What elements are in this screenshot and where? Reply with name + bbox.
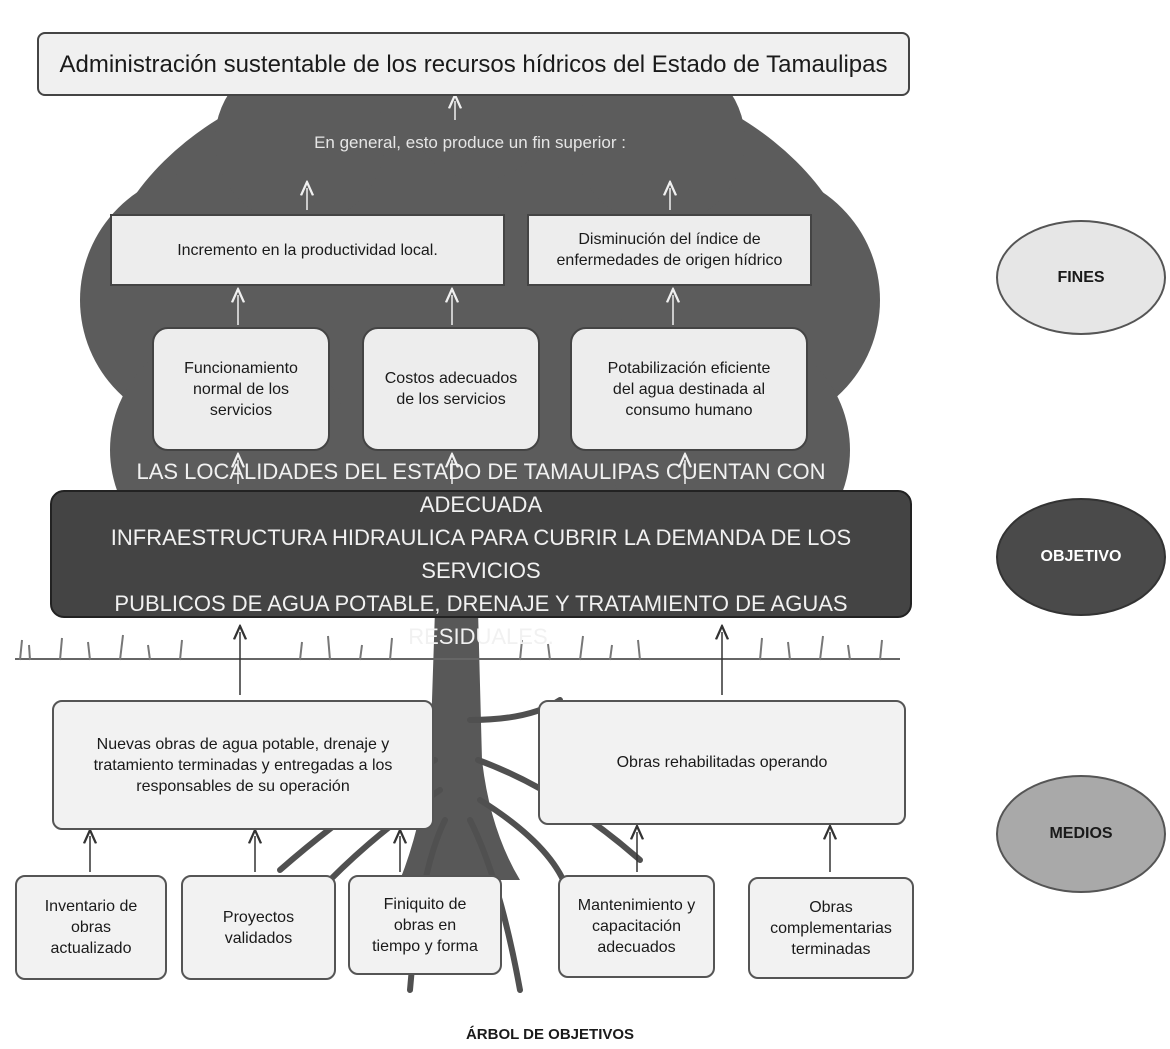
objective-text: LAS LOCALIDADES DEL ESTADO DE TAMAULIPAS… [110,459,852,649]
legend-medios: MEDIOS [996,775,1166,893]
medio-obras-complementarias-text: Obras complementarias terminadas [770,898,892,958]
medio-obras-rehabilitadas-box: Obras rehabilitadas operando [538,700,906,825]
objective-box: LAS LOCALIDADES DEL ESTADO DE TAMAULIPAS… [50,459,912,649]
title-text: Administración sustentable de los recurs… [59,50,888,78]
intro-text: En general, esto produce un fin superior… [314,133,626,152]
fin-potabilizacion-text: Potabilización eficiente del agua destin… [607,359,771,419]
arrows-canopy [238,101,685,484]
medio-proyectos-box: Proyectos validados [181,875,336,980]
legend-objetivo: OBJETIVO [996,498,1166,616]
fin-funcionamiento-box: Funcionamiento normal de los servicios [152,327,330,451]
fin-enfermedades-box: Disminución del índice de enfermedades d… [527,214,812,286]
medio-mantenimiento-text: Mantenimiento y capacitación adecuados [577,897,696,956]
medio-finiquito-text: Finiquito de obras en tiempo y forma [372,895,478,955]
legend-fines: FINES [996,220,1166,335]
fin-costos-text: Costos adecuados de los servicios [384,370,518,408]
medio-proyectos-text: Proyectos validados [222,908,295,947]
medio-inventario-text: Inventario de obras actualizado [44,898,138,957]
fin-productividad-box: Incremento en la productividad local. [110,214,505,286]
grass [19,634,883,661]
medio-nuevas-obras-text: Nuevas obras de agua potable, drenaje y … [93,735,393,795]
arrows-ground [90,632,830,872]
fin-costos-box: Costos adecuados de los servicios [362,327,540,451]
fin-funcionamiento-text: Funcionamiento normal de los servicios [184,359,298,419]
medio-finiquito-box: Finiquito de obras en tiempo y forma [348,875,502,975]
fin-productividad-text: Incremento en la productividad local. [177,241,438,259]
medio-inventario-box: Inventario de obras actualizado [15,875,167,980]
medio-obras-complementarias-box: Obras complementarias terminadas [748,877,914,979]
fin-potabilizacion-box: Potabilización eficiente del agua destin… [570,327,808,451]
fin-enfermedades-text: Disminución del índice de enfermedades d… [556,231,783,269]
medio-mantenimiento-box: Mantenimiento y capacitación adecuados [558,875,715,978]
medio-obras-rehabilitadas-text: Obras rehabilitadas operando [616,754,828,771]
medio-nuevas-obras-box: Nuevas obras de agua potable, drenaje y … [52,700,434,830]
title-box: Administración sustentable de los recurs… [37,32,910,96]
diagram-caption: ÁRBOL DE OBJETIVOS [465,1026,635,1043]
